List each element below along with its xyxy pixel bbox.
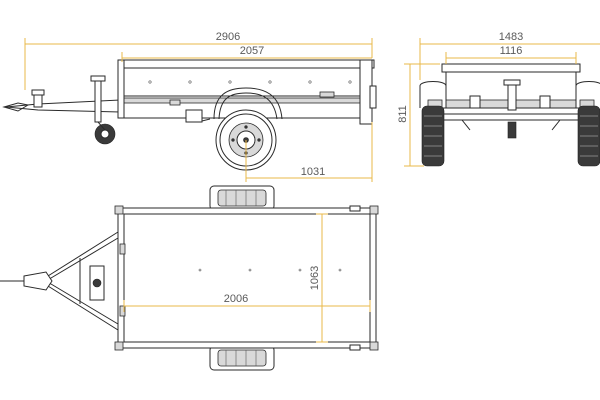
side-coupling-cap	[31, 89, 45, 96]
side-reflector-rear	[319, 91, 335, 98]
dim-label-overall-length: 2906	[216, 31, 240, 43]
side-box-bottom-rail	[121, 97, 373, 104]
top-dimensions: 2006 1063	[123, 213, 371, 343]
top-floor-rivets	[198, 268, 342, 272]
top-wheel-tread-lines	[225, 190, 257, 366]
rear-jockey-handle	[503, 79, 521, 86]
side-box-top-rail	[119, 59, 375, 69]
rear-mudguard-left	[419, 81, 447, 108]
top-corner-fl	[114, 205, 124, 215]
top-corner-rr	[369, 341, 379, 351]
dim-label-box-length-top: 2006	[224, 293, 248, 305]
side-axle-bracket	[185, 109, 203, 123]
rear-box-top-rail	[441, 63, 581, 73]
top-drawbar-a-frame	[39, 231, 119, 331]
side-drawbar	[5, 99, 121, 113]
side-reflector-front	[169, 99, 181, 106]
rear-mudguard-right	[575, 81, 600, 108]
top-drawbar-inner	[45, 237, 119, 325]
side-front-post	[117, 59, 125, 119]
side-view	[2, 59, 377, 171]
dim-label-axle-to-rear: 1031	[301, 166, 325, 178]
top-hinge-2	[349, 344, 361, 351]
top-view	[0, 185, 379, 371]
top-wheel-right-tread	[217, 349, 267, 367]
top-hinge-1	[349, 205, 361, 212]
top-wheel-left-tread	[217, 189, 267, 207]
side-hitch-coupling	[2, 102, 30, 112]
dim-label-box-length-side: 2057	[240, 45, 264, 57]
top-coupling	[23, 271, 53, 291]
dim-label-box-width-top: 1063	[309, 266, 321, 290]
side-wheel-bolts	[231, 125, 261, 155]
top-front-light-left	[119, 243, 126, 255]
rear-jockey-post	[507, 83, 517, 111]
rear-view	[419, 63, 600, 167]
top-front-light-right	[119, 305, 126, 317]
rear-latch-right	[539, 95, 551, 109]
jockey-wheel-arm	[97, 121, 106, 131]
top-box-outer	[117, 207, 377, 349]
side-rivets	[148, 80, 352, 84]
dim-label-box-width: 1116	[500, 45, 523, 57]
side-rear-light	[369, 85, 377, 109]
rear-dimensions: 1483 1116 811	[397, 31, 600, 167]
jockey-wheel-hub	[100, 129, 110, 139]
rear-wheel-treads	[424, 115, 598, 157]
side-mudguard-inner	[218, 92, 278, 120]
rear-latch-left	[469, 95, 481, 109]
jockey-wheel-post	[94, 77, 102, 123]
dim-label-overall-width: 1483	[499, 31, 523, 43]
side-dimensions: 2906 2057 1031	[24, 31, 373, 182]
rear-jockey-wheel	[507, 121, 517, 139]
top-corner-fr	[114, 341, 124, 351]
dim-label-height: 811	[397, 105, 409, 123]
rear-struts	[461, 119, 561, 131]
top-box-inner	[123, 213, 371, 343]
side-mudguard	[213, 87, 283, 120]
top-jockey-wheel	[92, 278, 102, 288]
top-corner-rl	[369, 205, 379, 215]
jockey-wheel-handle	[90, 75, 106, 82]
